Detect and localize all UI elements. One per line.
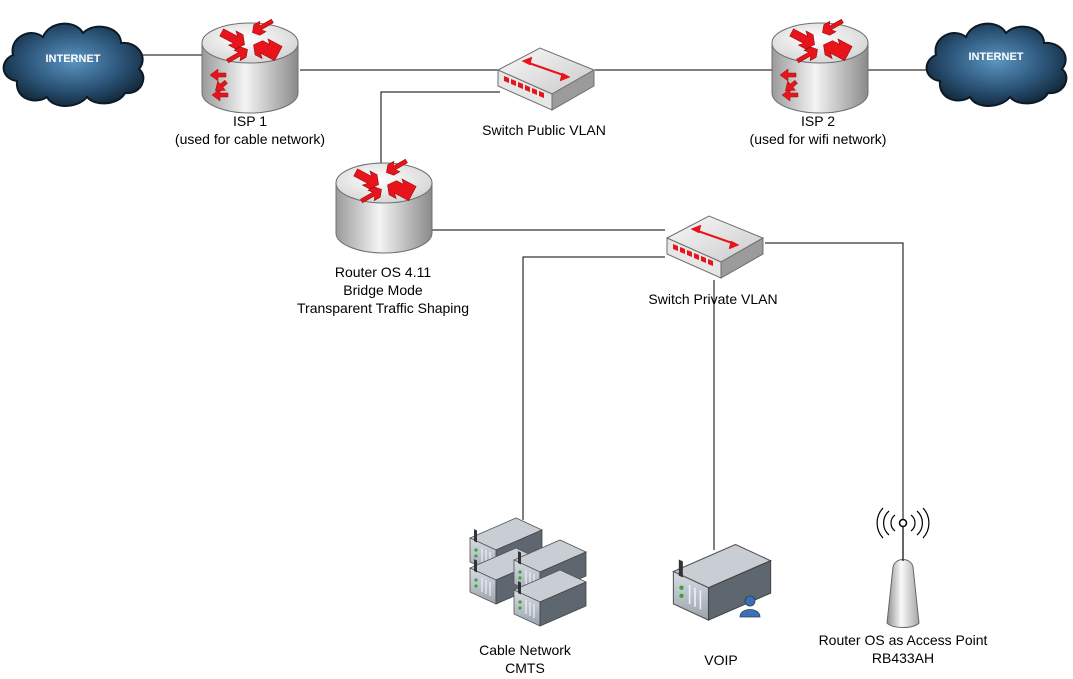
link-switch-public-router — [380, 91, 500, 170]
voip-title: VOIP — [704, 652, 738, 668]
router-icon — [335, 155, 433, 254]
cmts-label: Cable Network CMTS — [479, 641, 571, 677]
isp1-subtitle: (used for cable network) — [174, 131, 326, 147]
cloud-icon — [925, 22, 1068, 107]
bridge-router — [335, 155, 433, 254]
internet-label-right: INTERNET — [969, 51, 1024, 63]
voip-server — [672, 543, 772, 621]
switch-public-label: Switch Public VLAN — [482, 121, 606, 139]
switch-icon — [497, 47, 595, 111]
switch-private-vlan — [666, 215, 764, 279]
isp1-label: ISP 1 (used for cable network) — [175, 112, 325, 148]
isp1-router — [202, 16, 298, 113]
cmts-server-stack — [469, 517, 587, 627]
access-point-line1: Router OS as Access Point — [818, 632, 988, 648]
access-point-label: Router OS as Access Point RB433AH — [819, 631, 988, 667]
switch-private-label: Switch Private VLAN — [648, 290, 777, 308]
cmts-line1: Cable Network — [479, 642, 571, 658]
isp2-label: ISP 2 (used for wifi network) — [750, 112, 887, 148]
isp1-title: ISP 1 — [233, 113, 267, 129]
antenna-icon — [876, 507, 930, 628]
isp2-title: ISP 2 — [801, 113, 835, 129]
internet-label-left: INTERNET — [46, 53, 101, 65]
access-point — [876, 507, 930, 628]
router-icon — [202, 16, 298, 113]
link-switch-private-cmts — [522, 256, 665, 520]
server-icon — [672, 543, 772, 621]
switch-public-title: Switch Public VLAN — [482, 122, 606, 138]
voip-label: VOIP — [704, 651, 737, 669]
switch-private-title: Switch Private VLAN — [648, 291, 778, 307]
access-point-line2: RB433AH — [871, 650, 935, 666]
switch-icon — [666, 215, 764, 279]
router-icon — [772, 16, 868, 113]
router-bridge-line1: Router OS 4.11 — [334, 264, 432, 280]
link-switch-private-ap — [765, 242, 904, 520]
connection-lines — [140, 54, 935, 550]
router-bridge-line3: Transparent Traffic Shaping — [297, 300, 469, 316]
isp2-router — [772, 16, 868, 113]
user-icon — [739, 595, 761, 618]
internet-cloud-right — [925, 22, 1068, 107]
switch-public-vlan — [497, 47, 595, 111]
router-bridge-label: Router OS 4.11 Bridge Mode Transparent T… — [297, 263, 469, 317]
isp2-subtitle: (used for wifi network) — [749, 131, 887, 147]
router-bridge-line2: Bridge Mode — [343, 282, 423, 298]
cmts-line2: CMTS — [505, 660, 545, 676]
